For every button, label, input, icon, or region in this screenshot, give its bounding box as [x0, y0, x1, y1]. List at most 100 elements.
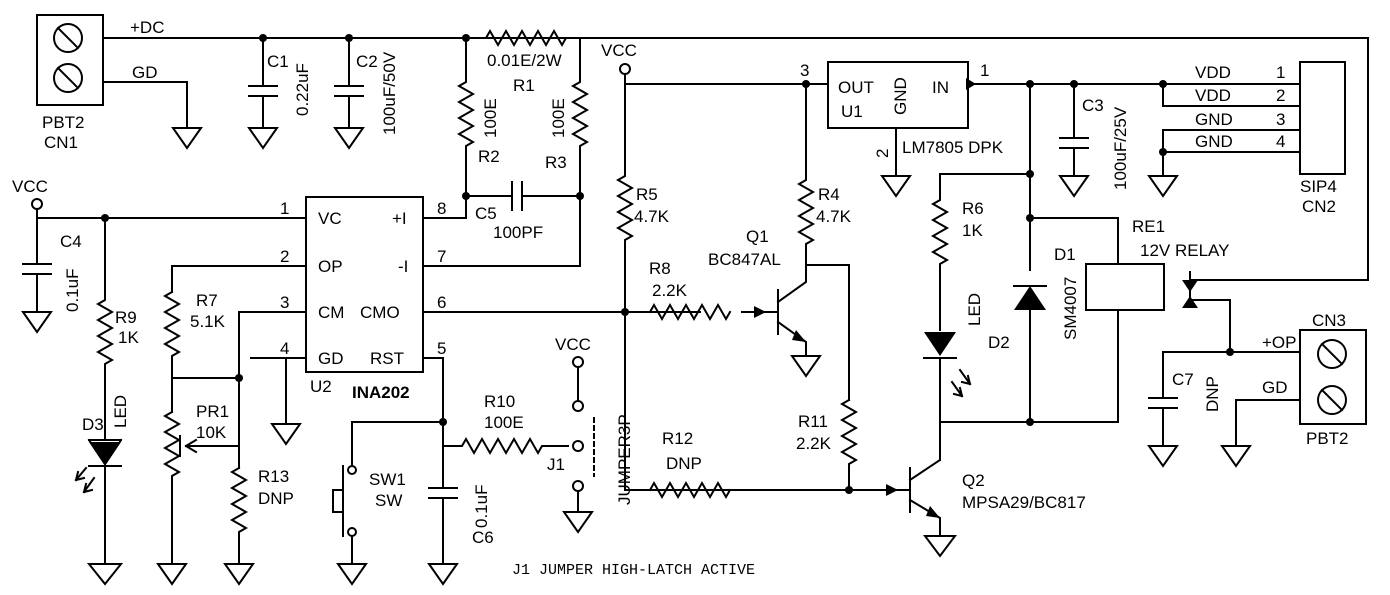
wire-plus-i [422, 195, 467, 219]
capacitor-c5: C5 100PF [465, 181, 581, 242]
r10-value: 100E [484, 413, 524, 432]
c1-ref: C1 [267, 52, 289, 71]
wire-gd-out [1235, 399, 1301, 447]
q2-part: MPSA29/BC817 [962, 493, 1086, 512]
vdd-label-2: VDD [1195, 86, 1231, 105]
c1-value: 0.22uF [293, 63, 312, 116]
capacitor-c2: C2 100uF/50V [333, 34, 399, 150]
c7-ref: C7 [1172, 370, 1194, 389]
connector-cn1: PBT2 CN1 [36, 14, 104, 152]
r9-value: 1K [118, 328, 139, 347]
transistor-q2: Q2 MPSA29/BC817 [848, 421, 1086, 558]
r12-value: DNP [666, 454, 702, 473]
cn2-ref: CN2 [1302, 197, 1336, 216]
u2-pin7: 7 [437, 247, 446, 266]
transistor-q1: Q1 BC847AL [708, 227, 850, 401]
r7-value: 5.1K [190, 312, 226, 331]
r6-value: 1K [962, 221, 983, 240]
r10-ref: R10 [484, 392, 515, 411]
c6-ref: C6 [472, 528, 494, 547]
wire-vdd-rail-2 [1162, 83, 1301, 107]
cn3-name: PBT2 [1306, 429, 1349, 448]
u1-pin-in: 1 [980, 61, 989, 80]
r1-value: 0.01E/2W [487, 51, 562, 70]
r11-value: 2.2K [796, 434, 832, 453]
resistor-r12: R12 DNP [648, 429, 732, 500]
r12-ref: R12 [662, 429, 693, 448]
u2-pin2-name: OP [318, 257, 343, 276]
u2-pin2: 2 [280, 247, 289, 266]
u2-pin6: 6 [437, 293, 446, 312]
u2-pin1: 1 [280, 199, 289, 218]
capacitor-c4: C4 0.1uF [21, 217, 82, 334]
u2-pin3-name: CM [318, 303, 344, 322]
vdd-label-1: VDD [1195, 63, 1231, 82]
cn3-ref: CN3 [1312, 311, 1346, 330]
c2-value: 100uF/50V [380, 51, 399, 135]
r2-ref: R2 [478, 147, 500, 166]
u2-pin1-name: VC [318, 209, 342, 228]
d2-ref: D2 [988, 333, 1010, 352]
switch-sw1: SW1 SW [332, 421, 406, 586]
wire-vcc-vc [36, 208, 252, 219]
r5-value: 4.7K [634, 207, 670, 226]
wire-gd-in [102, 81, 188, 129]
u1-pin-gnd: 2 [873, 149, 892, 158]
net-label-gd-in: GD [132, 63, 158, 82]
wire-minus-i [422, 195, 581, 267]
j1-ref: J1 [547, 455, 565, 474]
u1-ref: U1 [841, 102, 863, 121]
d3-ref: D3 [82, 415, 104, 434]
d1-ref: D1 [1054, 245, 1076, 264]
cn2-pin-2: 2 [1276, 86, 1285, 105]
resistor-r2: 100E R2 [456, 37, 500, 200]
sw1-ref: SW1 [369, 470, 406, 489]
net-label-op: +OP [1262, 333, 1297, 352]
pr1-value: 10K [196, 423, 227, 442]
d2-part: LED [965, 293, 984, 326]
u1-pin-out: 3 [800, 61, 809, 80]
q2-ref: Q2 [962, 471, 985, 490]
capacitor-c3: C3 100uF/25V [1058, 83, 1130, 198]
cn2-pin-3: 3 [1276, 110, 1285, 129]
resistor-r7: R7 5.1K [162, 290, 226, 413]
cn1-ref: CN1 [44, 133, 78, 152]
wire-u2-gd [250, 357, 287, 425]
diode-d1: D1 SM4007 [939, 245, 1080, 423]
led-d2: LED D2 [923, 293, 1010, 461]
vcc-label-mid: VCC [601, 41, 637, 60]
u2-pin5-name: RST [370, 349, 404, 368]
c6-value: 0.1uF [472, 485, 491, 528]
connector-cn3: CN3 PBT2 [1299, 311, 1367, 448]
vcc-label-j1: VCC [555, 335, 591, 354]
vcc-label-left: VCC [12, 177, 48, 196]
cn2-pin-4: 4 [1276, 132, 1285, 151]
u2-pin6-name: CMO [360, 303, 400, 322]
r11-ref: R11 [798, 412, 828, 431]
c4-ref: C4 [60, 232, 82, 251]
wire-dc-rail [102, 37, 1369, 281]
capacitor-c1: C1 0.22uF [247, 34, 312, 150]
capacitor-c6: 0.1uF C6 [427, 421, 494, 586]
vcc-terminal-mid: VCC [601, 41, 637, 75]
resistor-r8: R8 2.2K [648, 259, 769, 322]
u1-in: IN [932, 78, 949, 97]
u2-pin5: 5 [437, 339, 446, 358]
q1-ref: Q1 [746, 227, 769, 246]
u2-ref: U2 [310, 377, 332, 396]
net-label-dc: +DC [130, 18, 164, 37]
schematic-note: J1 JUMPER HIGH-LATCH ACTIVE [512, 562, 755, 579]
gnd-label-2: GND [1195, 132, 1233, 151]
u1-gnd: GND [891, 77, 910, 115]
wire-op [171, 265, 252, 293]
re1-part: 12V RELAY [1140, 241, 1229, 260]
r9-ref: R9 [115, 308, 137, 327]
connector-cn2: VDD VDD GND GND 1 2 3 4 SIP4 CN2 [1195, 61, 1346, 216]
resistor-r13: R13 DNP [223, 466, 294, 586]
jumper-j1: VCC J1 JUMPER3P [547, 335, 634, 534]
ground-symbol [1147, 175, 1179, 198]
resistor-r9: R9 1K [95, 217, 139, 441]
resistor-r1: 0.01E/2W R1 [462, 28, 581, 95]
wire-rst [422, 357, 444, 423]
u2-pin4-name: GD [318, 349, 344, 368]
